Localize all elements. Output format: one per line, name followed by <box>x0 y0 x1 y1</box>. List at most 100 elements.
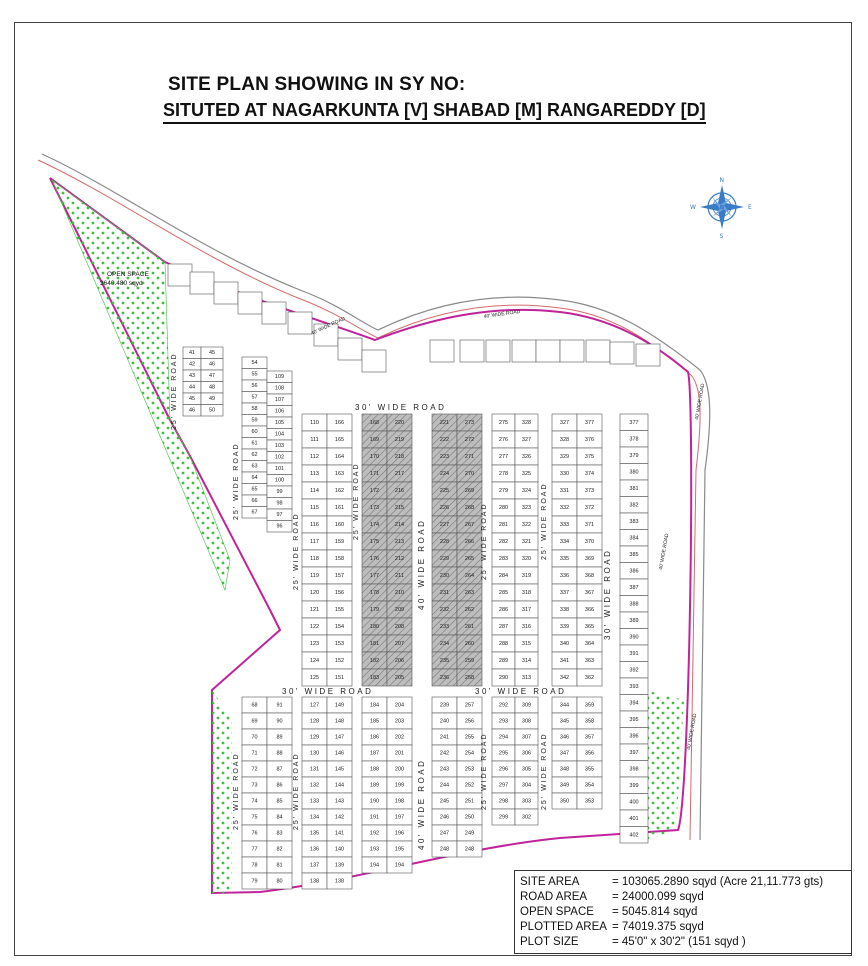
plot-number: 382 <box>629 503 638 509</box>
plot-number: 88 <box>276 751 282 757</box>
plot-number: 375 <box>585 454 594 460</box>
plot-number: 212 <box>395 556 404 562</box>
plot-number: 204 <box>395 703 404 709</box>
plot-number: 232 <box>440 607 449 613</box>
boundary-road-outer-red <box>37 159 701 841</box>
plot-number: 169 <box>370 437 379 443</box>
plot-number: 171 <box>370 471 379 477</box>
plot-number: 68 <box>251 703 257 709</box>
road-label-40-center: 40' WIDE ROAD <box>417 519 426 610</box>
plot-number: 363 <box>585 658 594 664</box>
plot-number: 272 <box>465 437 474 443</box>
plot-number: 174 <box>370 522 379 528</box>
plot-number: 121 <box>310 607 319 613</box>
plot-number: 47 <box>209 373 215 379</box>
plot-number: 262 <box>465 607 474 613</box>
plot-number: 207 <box>395 641 404 647</box>
plot-cell <box>456 840 483 858</box>
plot-number: 62 <box>251 452 257 458</box>
plot-number: 118 <box>310 556 319 562</box>
plot-number: 260 <box>465 641 474 647</box>
plot-number: 252 <box>465 783 474 789</box>
plot-number: 84 <box>276 815 282 821</box>
plot-number: 119 <box>310 573 319 579</box>
plot-number: 306 <box>522 751 531 757</box>
plot-number: 390 <box>629 635 638 641</box>
plot-number: 365 <box>585 624 594 630</box>
plot-number: 152 <box>335 658 344 664</box>
plot-number: 175 <box>370 539 379 545</box>
open-space-right-strip <box>645 690 684 840</box>
road-label-25-b: 25' WIDE ROAD <box>233 442 240 520</box>
plot-number: 328 <box>560 437 569 443</box>
plot-number: 279 <box>499 488 508 494</box>
plot-number: 108 <box>275 386 284 392</box>
plot-number: 333 <box>560 522 569 528</box>
plot-number: 176 <box>370 556 379 562</box>
plot-cell <box>167 263 193 287</box>
road-label-25-d: 25' WIDE ROAD <box>353 462 360 540</box>
plot-number: 324 <box>522 488 531 494</box>
plot-number: 280 <box>499 505 508 511</box>
road-label-25-i: 25' WIDE ROAD <box>481 732 488 810</box>
plot-number: 105 <box>275 420 284 426</box>
plot-number: 101 <box>275 466 284 472</box>
plot-cell <box>576 668 603 687</box>
plot-number: 153 <box>335 641 344 647</box>
plot-number: 271 <box>465 454 474 460</box>
plot-number: 314 <box>522 658 531 664</box>
plot-number: 154 <box>335 624 344 630</box>
plot-number: 321 <box>522 539 531 545</box>
road-label-40-right-diag: 40' WIDE ROAD <box>694 383 706 421</box>
plot-number: 259 <box>465 658 474 664</box>
plot-number: 292 <box>499 703 508 709</box>
plot-cell <box>386 668 413 687</box>
plot-number: 266 <box>465 539 474 545</box>
plot-cell <box>361 349 387 373</box>
plot-number: 294 <box>499 735 508 741</box>
plot-number: 45 <box>209 350 215 356</box>
boundary-road-outer <box>41 153 711 841</box>
plot-number: 326 <box>522 454 531 460</box>
plot-number: 329 <box>560 454 569 460</box>
plot-number: 270 <box>465 471 474 477</box>
plot-number: 137 <box>310 863 319 869</box>
plot-number: 110 <box>310 420 319 426</box>
plot-number: 162 <box>335 488 344 494</box>
plot-number: 144 <box>335 783 344 789</box>
svg-text:E: E <box>748 204 752 211</box>
plot-cell <box>619 826 649 844</box>
plot-number: 182 <box>370 658 379 664</box>
plot-number: 87 <box>276 767 282 773</box>
plot-number: 113 <box>310 471 319 477</box>
legend-row-open-space: OPEN SPACE= 5045.814 sqyd <box>520 906 698 918</box>
plot-number: 117 <box>310 539 319 545</box>
plot-number: 308 <box>522 719 531 725</box>
road-label-30-mid-right: 30' WIDE ROAD <box>475 687 566 696</box>
plot-number: 208 <box>395 624 404 630</box>
plot-number: 290 <box>499 675 508 681</box>
plot-number: 103 <box>275 443 284 449</box>
plot-number: 258 <box>465 675 474 681</box>
plot-number: 170 <box>370 454 379 460</box>
plot-number: 136 <box>310 847 319 853</box>
plot-number: 355 <box>585 767 594 773</box>
open-space-area <box>51 179 231 592</box>
plot-number: 129 <box>310 735 319 741</box>
plot-number: 217 <box>395 471 404 477</box>
plot-number: 43 <box>189 373 195 379</box>
plot-number: 179 <box>370 607 379 613</box>
plot-number: 151 <box>335 675 344 681</box>
plot-number: 147 <box>335 735 344 741</box>
plot-number: 245 <box>440 799 449 805</box>
plot-number: 83 <box>276 831 282 837</box>
plot-number: 307 <box>522 735 531 741</box>
plot-number: 336 <box>560 573 569 579</box>
plot-number: 72 <box>251 767 257 773</box>
plot-number: 99 <box>276 489 282 495</box>
plot-number: 130 <box>310 751 319 757</box>
plot-number: 353 <box>585 799 594 805</box>
plot-number: 138 <box>310 879 319 885</box>
plot-number: 180 <box>370 624 379 630</box>
